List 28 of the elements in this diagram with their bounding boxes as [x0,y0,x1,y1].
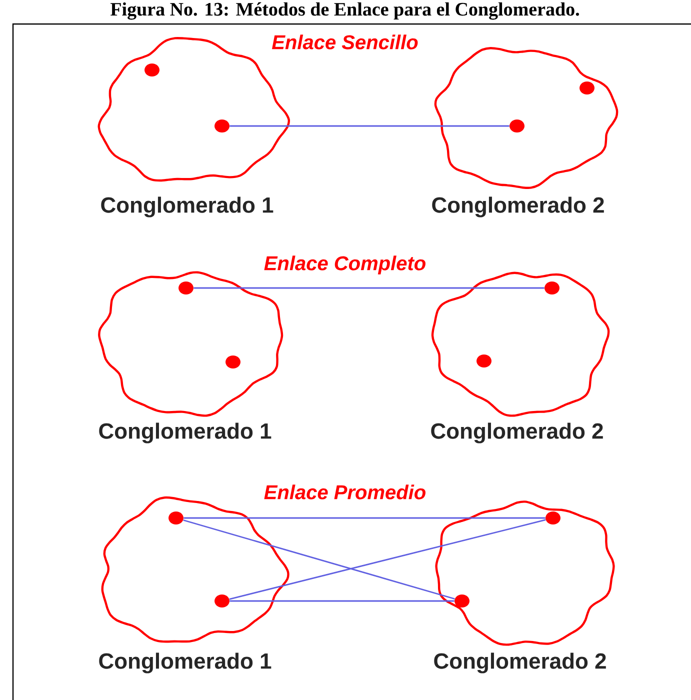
link-line [184,517,546,519]
method-title: Enlace Promedio [264,484,426,500]
link-line [229,519,546,600]
point-dot [168,512,184,524]
point-dot [544,282,560,294]
link-line [230,125,510,127]
link-line [230,600,454,602]
point-dot [214,120,230,132]
figure-title: Figura No. 13: Métodos de Enlace para el Conglomerado. [110,2,579,20]
cluster-label: Conglomerado 1 [99,652,272,674]
point-dot [476,354,492,368]
point-dot [144,64,160,76]
point-dot [510,120,524,132]
cluster-label: Conglomerado 2 [434,652,606,674]
link-line [194,287,544,289]
method-title: Enlace Completo [264,256,426,274]
cluster-label: Conglomerado 2 [432,196,604,218]
point-dot [546,512,560,524]
cluster-label: Conglomerado 1 [99,422,272,444]
cluster-label: Conglomerado 1 [101,196,274,218]
point-dot [226,356,240,368]
point-dot [454,594,470,608]
link-line [183,519,455,600]
method-title: Enlace Sencillo [272,34,418,50]
point-dot [214,594,230,608]
point-dot [178,282,194,294]
cluster-label: Conglomerado 2 [431,422,603,444]
point-dot [580,82,594,94]
